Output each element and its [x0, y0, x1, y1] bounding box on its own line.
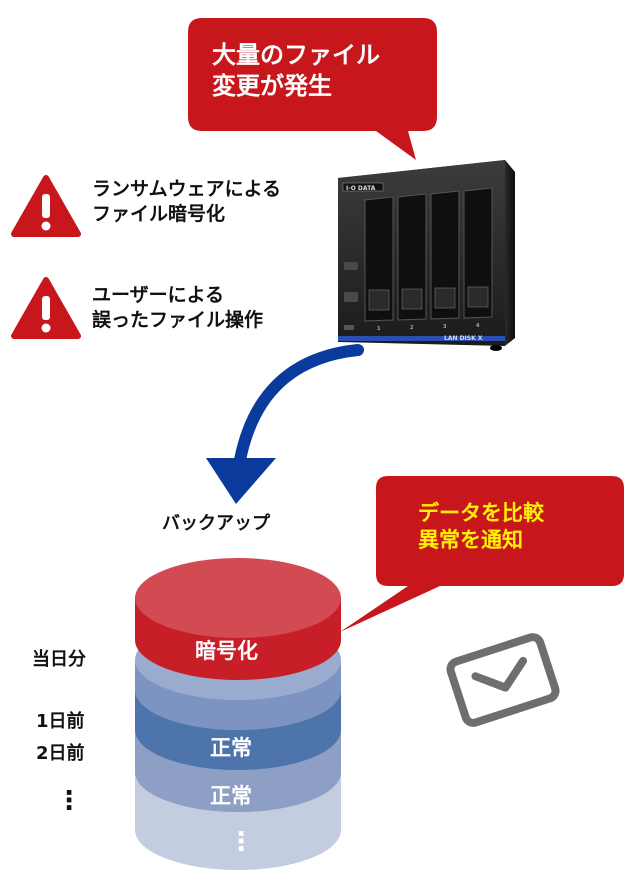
mail-icon: [446, 633, 560, 727]
warning-user-error-text: ユーザーによる 誤ったファイル操作: [92, 283, 263, 332]
bubble-top-line1: 大量のファイル: [212, 41, 380, 69]
bay-label-4: 4: [476, 323, 480, 329]
label-1-day-ago: 1日前: [36, 711, 85, 732]
layer-more-dots: ⋮: [228, 827, 254, 857]
nas-brand-label: I-O DATA: [346, 185, 376, 192]
warning-triangle-icon: [11, 277, 81, 339]
warning-ransomware-line2: ファイル暗号化: [92, 202, 226, 225]
backup-stack: [135, 558, 341, 870]
bubble-right-line1: データを比較: [418, 501, 544, 525]
bubble-top-line2: 変更が発生: [212, 72, 332, 101]
warning-user-error-line1: ユーザーによる: [92, 284, 225, 306]
label-today: 当日分: [32, 649, 86, 670]
layer-encrypted-label: 暗号化: [195, 639, 258, 663]
warning-ransomware-text: ランサムウェアによる ファイル暗号化: [92, 177, 281, 226]
bubble-right-shape: [340, 476, 624, 632]
label-2-days-ago: 2日前: [36, 743, 85, 764]
bubble-top-text: 大量のファイル 変更が発生: [212, 40, 380, 102]
bay-label-2: 2: [410, 325, 414, 331]
nas-device-image: I-O DATA 1 2 3 4 LAN DISK X: [338, 160, 515, 351]
bay-label-3: 3: [443, 324, 447, 330]
bay-label-1: 1: [377, 326, 381, 332]
backup-label: バックアップ: [162, 513, 270, 534]
layer-normal-label-2: 正常: [210, 784, 252, 808]
bubble-right-text: データを比較 異常を通知: [418, 500, 544, 555]
label-more-dots: ⋮: [56, 786, 82, 816]
bubble-right-line2: 異常を通知: [418, 528, 523, 553]
warning-user-error-line2: 誤ったファイル操作: [92, 308, 264, 331]
warning-ransomware-line1: ランサムウェアによる: [92, 178, 282, 200]
warning-triangle-icon: [11, 175, 81, 237]
layer-normal-label-1: 正常: [210, 736, 252, 760]
curved-arrow-icon: [206, 344, 364, 504]
nas-model-label: LAN DISK X: [444, 335, 483, 342]
bubble-top-shape: [188, 18, 437, 160]
